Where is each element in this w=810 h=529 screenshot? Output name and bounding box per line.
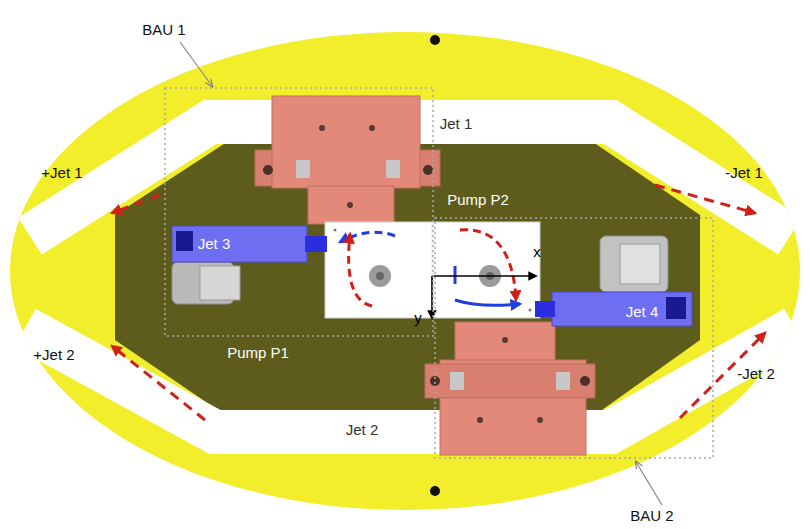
flow-arrows bbox=[340, 230, 520, 306]
channel-label: Jet 1 bbox=[440, 115, 473, 133]
jet-label: Jet 4 bbox=[626, 303, 659, 321]
jet-3-actuator bbox=[172, 226, 327, 304]
jet-label: Jet 3 bbox=[198, 235, 231, 253]
jet-4-actuator bbox=[535, 236, 692, 326]
bau-outline bbox=[165, 88, 713, 458]
leader-line bbox=[180, 42, 662, 505]
axis-label: x bbox=[533, 243, 541, 261]
axes bbox=[432, 276, 536, 318]
robot-hull bbox=[10, 32, 800, 510]
channel-label: Jet 2 bbox=[346, 421, 379, 439]
unit-label: BAU 1 bbox=[142, 21, 185, 39]
thrust-label: +Jet 2 bbox=[33, 346, 74, 364]
pump-label: Pump P2 bbox=[447, 191, 509, 209]
pump-block-bottom bbox=[425, 322, 595, 455]
unit-label: BAU 2 bbox=[630, 507, 673, 525]
pump-block-top bbox=[255, 96, 440, 224]
thrust-label: +Jet 1 bbox=[41, 164, 82, 182]
pump-label: Pump P1 bbox=[227, 344, 289, 362]
axis-label: y bbox=[414, 309, 422, 327]
thrust-arrows bbox=[112, 185, 765, 420]
jet-channel bbox=[25, 328, 795, 432]
hull-dot bbox=[430, 486, 440, 496]
thrust-label: -Jet 1 bbox=[725, 164, 763, 182]
hull-dot bbox=[430, 35, 440, 45]
thrust-label: -Jet 2 bbox=[737, 365, 775, 383]
